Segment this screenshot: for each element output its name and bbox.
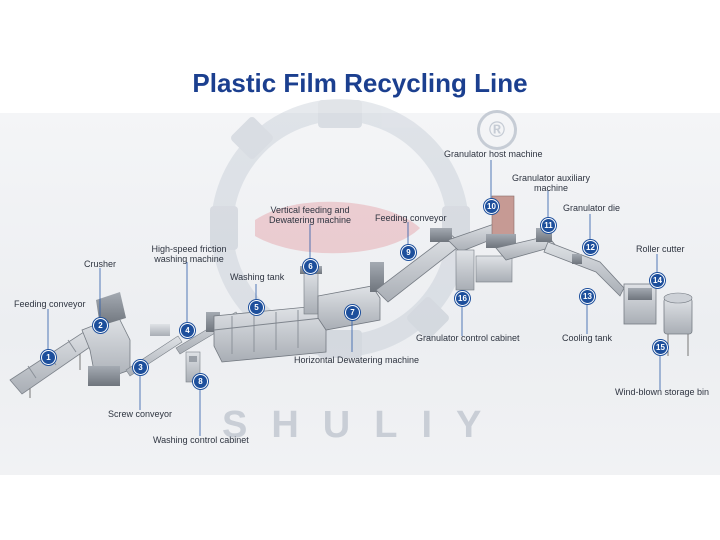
label-feeding-conveyor-9: Feeding conveyor [375, 213, 447, 223]
label-roller-cutter: Roller cutter [636, 244, 685, 254]
label-granulator-die: Granulator die [563, 203, 621, 213]
label-washing-tank: Washing tank [230, 272, 285, 282]
machine-granulator-host-10 [447, 195, 516, 253]
label-granulator-host: Granulator host machine [444, 149, 543, 159]
page-title: Plastic Film Recycling Line [192, 68, 528, 98]
label-granulator-auxiliary-line2: machine [533, 183, 569, 193]
badge-4: 4 [180, 323, 195, 338]
machine-roller-cutter-14 [623, 283, 657, 325]
machine-cooling-tank-13 [543, 241, 625, 297]
label-horizontal-dewatering: Horizontal Dewatering machine [294, 355, 420, 365]
label-vertical-dewatering-line1: Vertical feeding and [270, 205, 350, 215]
machine-washing-tank-5 [213, 305, 327, 363]
label-granulator-auxiliary: Granulator auxiliary machine [512, 173, 590, 193]
badge-1: 1 [41, 350, 56, 365]
leader-lines [47, 160, 661, 436]
label-friction-washer-line2: washing machine [154, 254, 224, 264]
label-friction-washer: High-speed friction washing machine [151, 244, 226, 264]
label-crusher: Crusher [84, 259, 117, 269]
machine-crusher-2 [81, 292, 131, 386]
label-screw-conveyor: Screw conveyor [108, 409, 173, 419]
badge-6: 6 [303, 259, 318, 274]
badge-10: 10 [484, 199, 499, 214]
badge-5: 5 [249, 300, 264, 315]
badge-13: 13 [580, 289, 595, 304]
badge-11: 11 [541, 218, 556, 233]
badge-16: 16 [455, 291, 470, 306]
badge-15: 15 [653, 340, 668, 355]
label-vertical-dewatering-line2: Dewatering machine [268, 215, 352, 225]
badge-8: 8 [193, 374, 208, 389]
machine-storage-bin-15 [663, 292, 693, 356]
badge-14: 14 [650, 273, 665, 288]
badge-3: 3 [133, 360, 148, 375]
label-granulator-control-cabinet: Granulator control cabinet [416, 333, 520, 343]
registered-mark: ® [477, 110, 517, 150]
label-friction-washer-line1: High-speed friction [151, 244, 227, 254]
machine-feeding-conveyor-9 [375, 228, 463, 303]
watermark-brand-text: SHULIY [222, 404, 506, 446]
label-storage-bin: Wind-blown storage bin [615, 387, 710, 397]
label-washing-control-cabinet: Washing control cabinet [153, 435, 249, 445]
label-granulator-auxiliary-line1: Granulator auxiliary [511, 173, 591, 183]
label-vertical-dewatering: Vertical feeding and Dewatering machine [269, 205, 351, 225]
badge-2: 2 [93, 318, 108, 333]
badge-12: 12 [583, 240, 598, 255]
label-feeding-conveyor-1: Feeding conveyor [14, 299, 86, 309]
badge-9: 9 [401, 245, 416, 260]
badge-7: 7 [345, 305, 360, 320]
label-cooling-tank: Cooling tank [562, 333, 613, 343]
